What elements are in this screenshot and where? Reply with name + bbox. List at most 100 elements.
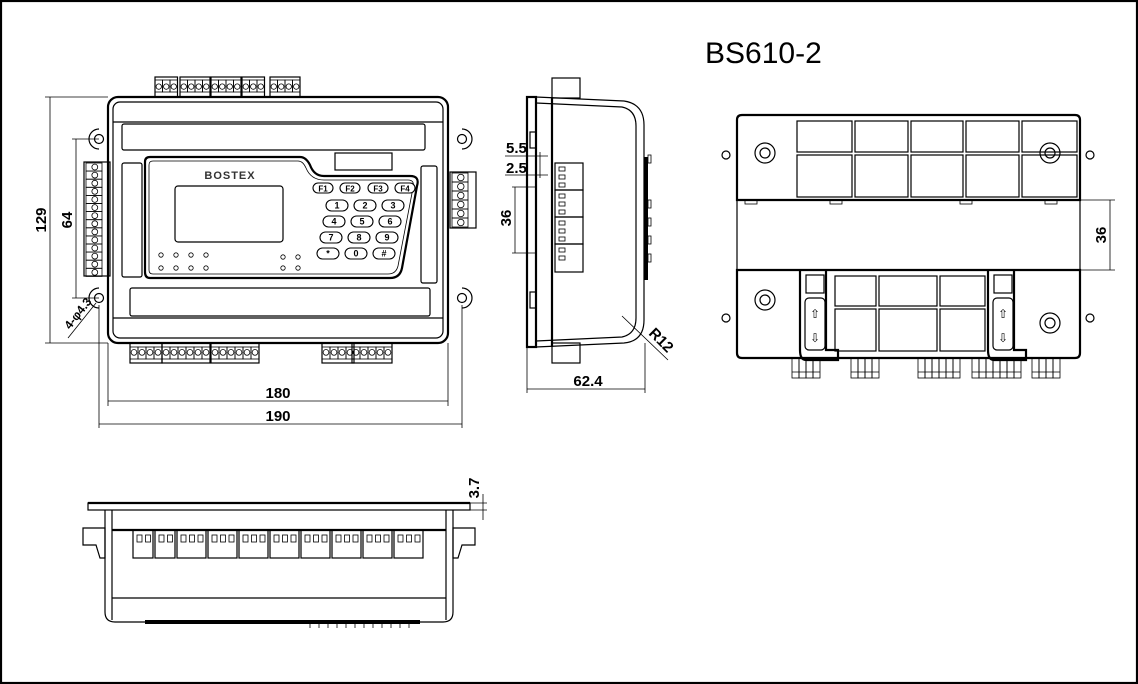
bottom-terminal-pin [335, 534, 342, 543]
terminal-screw [457, 200, 465, 209]
bottom-terminal-pin [158, 534, 165, 543]
function-key-2 [339, 182, 361, 194]
terminal-screw [211, 349, 219, 356]
function-key-1 [312, 182, 334, 194]
bottom-terminal-pin [313, 534, 319, 543]
dim-5-5: 5.5 [506, 140, 527, 157]
keypad-key-label: 4 [331, 217, 336, 227]
front-dimensions: 129 64 4-φ4.3 180 190 [33, 96, 463, 428]
terminal-screw [163, 83, 170, 90]
back-mount-hole [721, 313, 731, 323]
front-terminals [83, 76, 477, 364]
lcd-screen [174, 185, 284, 243]
back-terminal [938, 357, 947, 379]
model-title: BS610-2 [705, 37, 822, 70]
terminal-screw [91, 179, 99, 187]
function-key-label: F1 [318, 185, 328, 194]
terminal-screw [203, 83, 210, 90]
back-cell [834, 275, 877, 307]
back-cell [854, 154, 909, 198]
keypad-key [353, 199, 377, 212]
bottom-terminal-block [300, 529, 331, 559]
terminal-screw [211, 83, 218, 90]
terminal-pin [451, 217, 469, 228]
rail-tab [744, 199, 758, 205]
back-screw [1044, 317, 1056, 329]
terminal-screw [219, 349, 227, 356]
back-terminal [871, 357, 880, 379]
back-terminal [1038, 357, 1047, 379]
keypad-key [344, 247, 368, 260]
bottom-view: 3.7 [82, 478, 487, 628]
back-cell [939, 308, 986, 352]
back-cell [965, 154, 1020, 198]
terminal-screw [457, 191, 465, 200]
front-body-inner [112, 101, 444, 339]
keypad-key [347, 231, 371, 244]
led-indicator [280, 265, 286, 271]
back-terminal [985, 357, 994, 379]
terminal-screw [91, 196, 99, 203]
terminal-screw [170, 83, 177, 90]
bottom-terminal-pin [211, 534, 218, 543]
bottom-terminal-pin [220, 534, 226, 543]
bottom-terminals [132, 529, 424, 628]
keypad-key-label: 7 [328, 233, 333, 243]
connector-pin [558, 228, 566, 234]
terminal-screw [91, 228, 99, 236]
led-indicator [158, 252, 164, 258]
side-connector [554, 243, 584, 273]
back-terminal [952, 357, 961, 379]
keypad-key-label: # [381, 249, 386, 259]
bottom-label-strip [129, 287, 431, 317]
side-back-plate [525, 95, 538, 349]
terminal-pin [250, 346, 260, 360]
back-screw-boss [754, 142, 776, 164]
bottom-terminal-block [132, 529, 154, 559]
keypad-key [372, 247, 396, 260]
back-details: ⇧⇩⇧⇩ [721, 120, 1095, 379]
keypad-key-label: 0 [353, 249, 358, 259]
terminal-screw [322, 349, 330, 356]
terminal-pin [202, 79, 211, 93]
terminal-screw [170, 349, 178, 356]
led-indicator [280, 254, 286, 260]
terminal-screw [194, 349, 202, 356]
back-cell [854, 120, 909, 153]
terminal-screw [91, 212, 99, 219]
bottom-terminal-pin [375, 534, 381, 543]
back-terminal [931, 357, 940, 379]
bottom-terminal-pin [290, 534, 297, 543]
connector-pin [558, 236, 566, 242]
keypad-key [316, 247, 340, 260]
back-cell [910, 154, 964, 198]
bottom-terminal-pin [321, 534, 328, 543]
keypad-key [325, 199, 349, 212]
led-indicator [158, 265, 164, 271]
status-leds [158, 252, 301, 271]
bottom-terminal-block [238, 529, 269, 559]
keypad-key-label: 1 [334, 201, 339, 211]
connector-pin [558, 209, 566, 215]
bottom-terminal-block [154, 529, 176, 559]
led-indicator [203, 252, 209, 258]
terminal-screw [368, 349, 376, 356]
connector-pin [558, 201, 566, 207]
terminal-screw [338, 349, 346, 356]
brand-logo: BOSTEX [204, 170, 255, 182]
back-terminal [1045, 357, 1054, 379]
terminal-screw [234, 83, 241, 90]
dim-180: 180 [265, 385, 290, 402]
terminal-pin [383, 346, 393, 360]
back-terminal [1013, 357, 1022, 379]
terminal-screw [457, 182, 465, 191]
dim-64: 64 [59, 211, 76, 228]
back-terminal [1052, 357, 1061, 379]
indicator-window [334, 152, 393, 171]
function-key-label: F2 [345, 185, 355, 194]
bottom-display-bar [145, 620, 420, 624]
terminal-pin [201, 346, 211, 360]
arrow-down-icon: ⇩ [810, 331, 820, 345]
bottom-terminal-pin [145, 534, 151, 543]
